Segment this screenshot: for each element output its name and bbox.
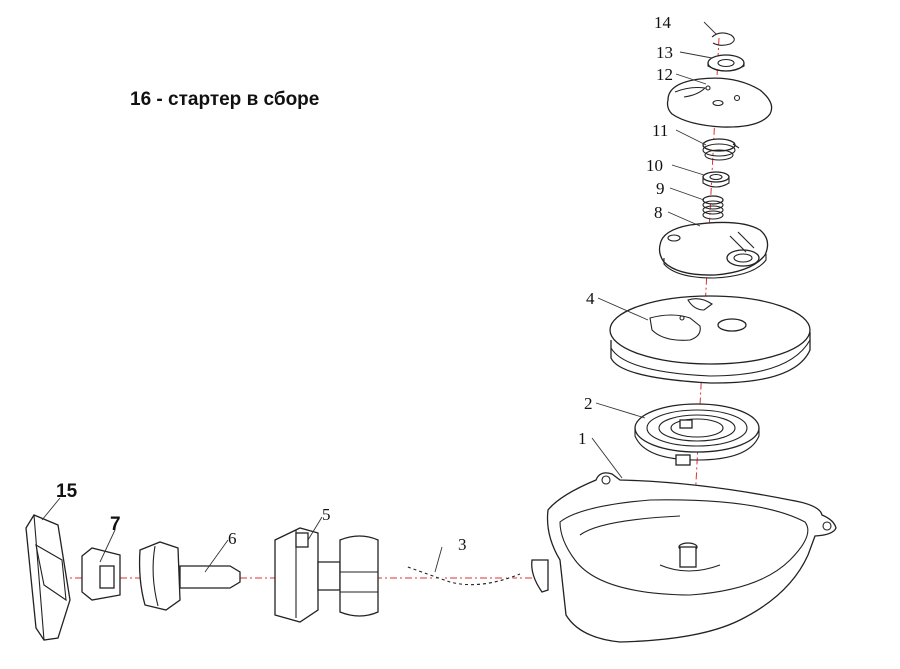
part-1-housing xyxy=(531,472,837,643)
part-10-bushing xyxy=(702,171,730,188)
part-12-plate xyxy=(666,77,773,128)
callout-15: 15 xyxy=(56,481,78,502)
callout-1: 1 xyxy=(578,429,587,448)
part-5-grip xyxy=(274,527,379,623)
callout-5: 5 xyxy=(322,505,331,524)
part-9-spring xyxy=(702,195,724,220)
callout-6: 6 xyxy=(228,529,237,548)
part-13-washer xyxy=(707,54,745,72)
callout-3: 3 xyxy=(458,535,467,554)
callout-11: 11 xyxy=(652,121,668,140)
callout-4: 4 xyxy=(586,289,595,308)
part-14-clip xyxy=(711,32,735,46)
part-7-cap xyxy=(81,547,121,601)
part-6-insert xyxy=(138,541,241,611)
part-4-pulley xyxy=(609,295,811,384)
callout-12: 12 xyxy=(656,65,673,84)
callout-9: 9 xyxy=(656,179,665,198)
part-15-cover xyxy=(25,514,71,641)
part-2-recoil-spring xyxy=(634,403,760,466)
callout-8: 8 xyxy=(654,203,663,222)
part-8-ratchet xyxy=(658,221,769,279)
callout-10: 10 xyxy=(646,156,663,175)
callout-13: 13 xyxy=(656,43,673,62)
callout-7: 7 xyxy=(110,514,121,535)
part-3-rope xyxy=(404,564,521,587)
diagram-title: 16 - стартер в сборе xyxy=(130,89,320,110)
callout-14: 14 xyxy=(654,13,672,32)
callout-2: 2 xyxy=(584,394,593,413)
part-11-spring xyxy=(702,138,740,161)
